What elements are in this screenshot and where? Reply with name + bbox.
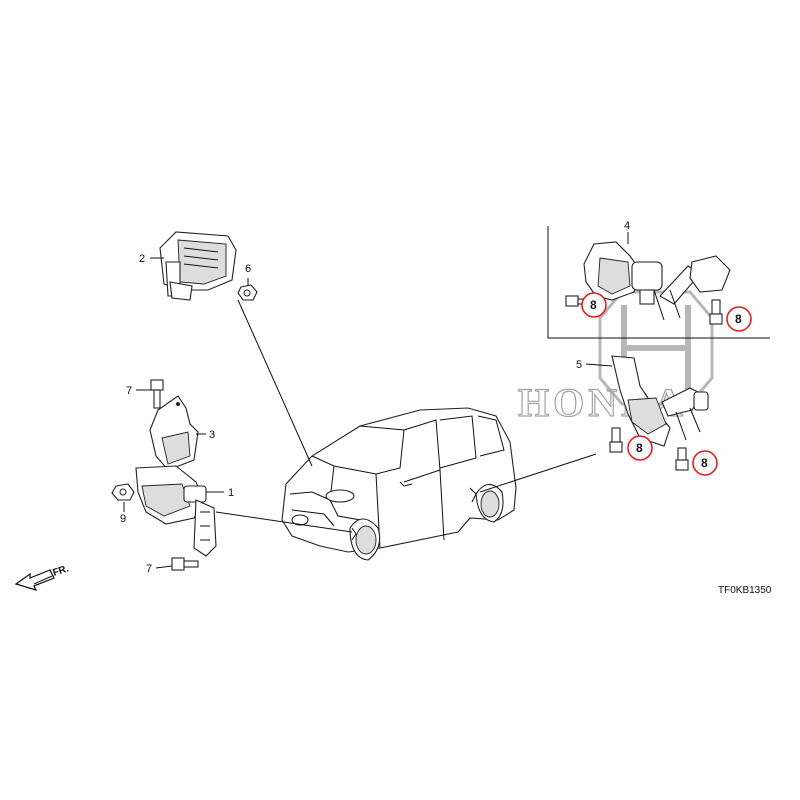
highlight-8-c: 8 <box>627 435 653 461</box>
bolt-part-7-upper <box>150 379 164 409</box>
highlight-circle <box>692 450 718 476</box>
bolt-part-8-b <box>709 299 723 325</box>
callout-8-b: 8 <box>735 312 742 326</box>
leader-lines <box>123 232 629 569</box>
arrow-left-icon <box>14 569 55 591</box>
callout-9: 9 <box>120 513 126 525</box>
callout-6: 6 <box>245 263 251 275</box>
bracket-part-5 <box>611 355 709 447</box>
highlight-circle <box>581 292 607 318</box>
bolt-part-8-c <box>609 427 623 453</box>
highlight-circle <box>627 435 653 461</box>
callout-8-c: 8 <box>636 441 643 455</box>
callout-2: 2 <box>139 253 145 265</box>
callout-7-upper: 7 <box>126 385 132 397</box>
callout-7-lower: 7 <box>146 563 152 575</box>
highlight-circle <box>726 306 752 332</box>
inset-frame <box>547 226 770 339</box>
drawing-code: TF0KB1350 <box>718 585 772 596</box>
bolt-part-8-d <box>675 447 689 471</box>
sensor-part-1 <box>135 465 217 557</box>
callout-8-a: 8 <box>590 298 597 312</box>
callout-8-d: 8 <box>701 456 708 470</box>
control-unit-part-2 <box>159 231 237 301</box>
car-illustration <box>281 407 517 561</box>
highlight-8-b: 8 <box>726 306 752 332</box>
front-label: FR. <box>52 563 71 579</box>
highlight-8-d: 8 <box>692 450 718 476</box>
bracket-part-3 <box>149 395 199 471</box>
nut-part-9 <box>111 483 135 501</box>
callout-4: 4 <box>624 220 630 232</box>
callout-1: 1 <box>228 487 234 499</box>
callout-5: 5 <box>576 359 582 371</box>
callout-3: 3 <box>209 429 215 441</box>
sensor-part-4 <box>583 241 731 321</box>
front-direction-arrow: FR. <box>14 563 71 591</box>
highlight-8-a: 8 <box>581 292 607 318</box>
bolt-part-7-lower <box>171 557 199 571</box>
nut-part-6 <box>237 284 258 301</box>
